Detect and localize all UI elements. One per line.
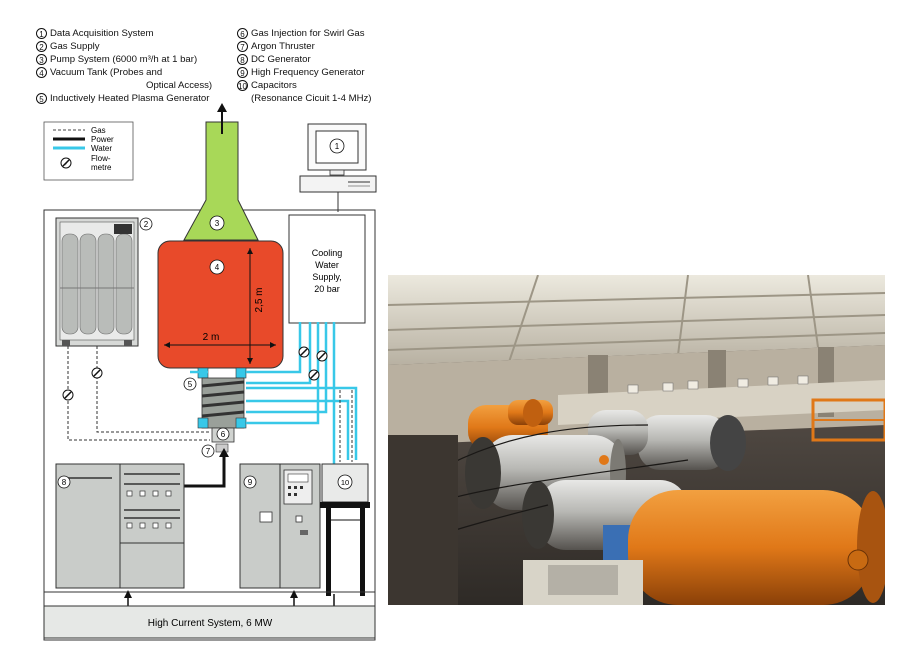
plasma-generator: 5 6 7 [183,367,247,458]
legend-label: Gas Injection for Swirl Gas [251,28,365,39]
legend-number: 9 [237,67,248,78]
legend-number: 5 [36,93,47,104]
legend-number: 3 [36,54,47,65]
line-key: Gas Power Water Flow- metre [43,121,134,181]
capacitors: 10 [320,463,370,596]
label-3: 3 [215,219,220,228]
legend-item: (Resonance Cicuit 1-4 MHz) [237,92,372,105]
legend-item: Optical Access) [36,79,212,92]
water-lines [190,322,358,465]
label-2: 2 [144,220,149,229]
cooling-line4: 20 bar [314,284,340,294]
label-1: 1 [335,142,340,151]
legend-label: Capacitors [251,80,297,91]
key-water-label: Water [91,144,112,153]
vacuum-tank: 4 2 m 2,5 m [157,240,284,369]
legend-label: Vacuum Tank (Probes and [50,67,163,78]
gas-supply-cabinet: 2 [55,217,153,347]
dc-generator: 8 [55,463,185,589]
legend-label: (Resonance Cicuit 1-4 MHz) [251,93,372,104]
legend-label: DC Generator [251,54,311,65]
legend-label: Data Acquisition System [50,28,154,39]
label-9: 9 [248,478,253,487]
legend-number: 1 [36,28,47,39]
cooling-line2: Water [315,260,339,270]
dim-height: 2,5 m [254,287,265,312]
key-power-label: Power [91,135,114,144]
flowmeter-icon [62,389,74,401]
label-4: 4 [215,263,220,272]
cooling-line3: Supply, [312,272,341,282]
legend-label: Optical Access) [146,80,213,91]
legend-label: Gas Supply [50,41,100,52]
legend-number: 10 [237,80,248,91]
pump-system: 3 [183,103,259,241]
legend-number: 8 [237,54,248,65]
flowmeter-icon [298,346,310,358]
legend-label: Pump System (6000 m³/h at 1 bar) [50,54,198,65]
data-acquisition-computer: 1 [299,123,377,212]
flowmeters [62,346,328,401]
flowmeter-icon [316,350,328,362]
label-5: 5 [188,380,193,389]
label-8: 8 [62,478,67,487]
legend-label: Argon Thruster [251,41,315,52]
legend-label: Inductively Heated Plasma Generator [50,93,210,104]
high-current-label: High Current System, 6 MW [148,618,273,629]
flowmeter-icon [308,369,320,381]
power-lines [184,452,226,488]
facility-photo-illustration [388,275,885,605]
facility-photo [388,275,885,605]
power-arrows [127,594,335,606]
legend-number: 2 [36,41,47,52]
legend-number: 4 [36,67,47,78]
dim-width: 2 m [203,332,220,343]
label-7: 7 [206,447,211,456]
gas-lines [67,346,353,462]
legend-number: 7 [237,41,248,52]
key-flow-label: Flow- [91,154,111,163]
hf-generator: 9 [239,463,321,589]
cooling-water-supply: Cooling Water Supply, 20 bar [288,214,366,324]
label-6: 6 [221,430,226,439]
label-10: 10 [341,478,349,487]
key-gas-label: Gas [91,126,106,135]
high-current-system: High Current System, 6 MW [43,605,376,639]
key-metre-label: metre [91,163,112,172]
flowmeter-icon [60,157,72,169]
cooling-line1: Cooling [312,248,343,258]
legend-label: High Frequency Generator [251,67,365,78]
flowmeter-icon [91,367,103,379]
legend-number: 6 [237,28,248,39]
